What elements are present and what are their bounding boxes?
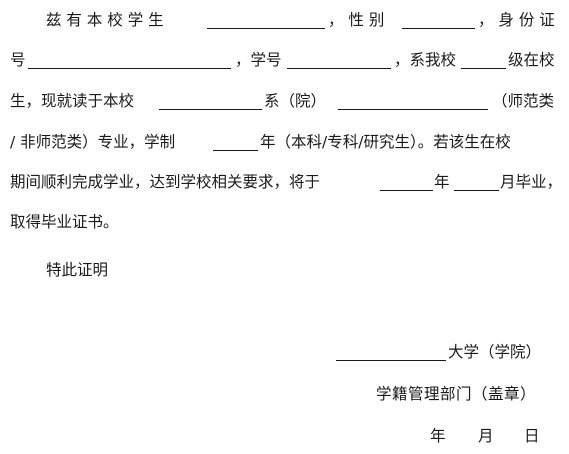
line-1: 兹 有 本 校 学 生 ， 性 别 ， 身 份 证 — [0, 8, 569, 32]
text-is-our-school: ，系我校 — [394, 51, 457, 69]
signature-registrar-line: 学籍管理部门（盖章） — [0, 382, 569, 406]
signature-university-line: 大学（学院） — [0, 340, 569, 364]
university-label: 大学（学院） — [448, 343, 542, 361]
line-6: 取得毕业证书。 — [0, 210, 569, 234]
date-month-label: 月 — [478, 427, 494, 445]
signature-date-line: 年 月 日 — [0, 424, 569, 448]
graduation-month-blank[interactable] — [454, 190, 499, 191]
text-department-label: 系（院） — [264, 92, 327, 110]
id-number-blank[interactable] — [28, 68, 231, 69]
text-gender-label: ， 性 别 — [328, 11, 385, 29]
text-normal-class: （师范类 — [492, 92, 555, 110]
line-2: 号 ，学号 ，系我校 级在校 — [0, 48, 569, 72]
line-5: 期间顺利完成学业，达到学校相关要求，将于 年 月毕业， — [0, 170, 569, 194]
student-number-blank[interactable] — [287, 68, 391, 69]
text-year-label: 年 — [434, 173, 450, 191]
registrar-label: 学籍管理部门（盖章） — [376, 385, 537, 403]
text-student-no-label: ，学号 — [235, 51, 282, 69]
date-year-label: 年 — [430, 427, 446, 445]
text-obtain-diploma: 取得毕业证书。 — [10, 213, 119, 231]
text-studying-at: 生，现就读于本校 — [10, 92, 135, 110]
text-id-label: ， 身 份 证 — [478, 11, 555, 29]
text-grade-enrolled: 级在校 — [508, 51, 555, 69]
university-name-blank[interactable] — [336, 360, 446, 361]
closing-text: 特此证明 — [46, 261, 109, 279]
text-id-label-cont: 号 — [10, 51, 26, 69]
text-student-intro: 兹 有 本 校 学 生 — [46, 11, 164, 29]
duration-blank[interactable] — [213, 150, 258, 151]
line-4: / 非师范类）专业，学制 年（本科/专科/研究生）。若该生在校 — [0, 130, 569, 154]
student-name-blank[interactable] — [207, 28, 325, 29]
gender-blank[interactable] — [402, 28, 475, 29]
date-day-label: 日 — [524, 427, 540, 445]
graduation-year-blank[interactable] — [380, 190, 433, 191]
department-blank[interactable] — [159, 109, 262, 110]
text-non-normal-major: / 非师范类）专业，学制 — [10, 133, 176, 151]
line-3: 生，现就读于本校 系（院） （师范类 — [0, 89, 569, 113]
text-years-degree: 年（本科/专科/研究生）。若该生在校 — [260, 133, 511, 151]
closing-line: 特此证明 — [0, 258, 569, 282]
grade-blank[interactable] — [461, 68, 506, 69]
major-blank[interactable] — [338, 109, 488, 110]
text-month-graduate: 月毕业， — [500, 173, 563, 191]
text-graduation-intro: 期间顺利完成学业，达到学校相关要求，将于 — [10, 173, 321, 191]
